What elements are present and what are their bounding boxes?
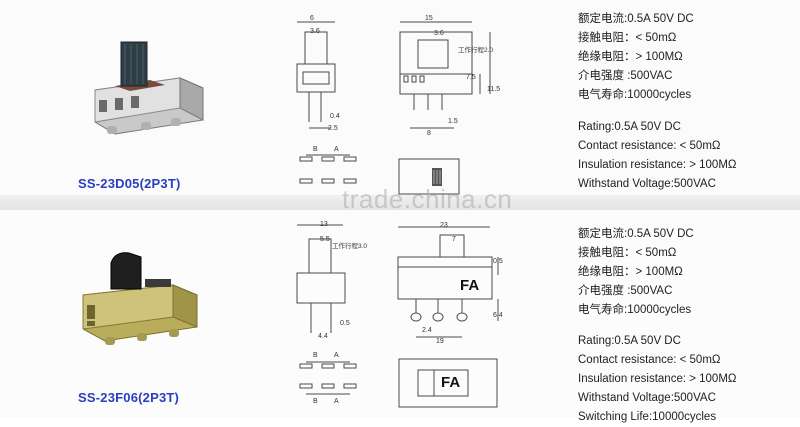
bottom-spec-cn-rated-current: 额定电流:0.5A 50V DC bbox=[578, 228, 694, 240]
bottom-dim-2-4: 2.4 bbox=[422, 327, 432, 334]
top-front-view-drawing bbox=[399, 21, 491, 129]
top-spec-rating: Rating:0.5A 50V DC bbox=[578, 121, 681, 133]
bottom-model-name: SS-23F06(2P3T) bbox=[78, 390, 180, 405]
bottom-dim-7: 7 bbox=[452, 236, 456, 243]
top-dim-3-6b: 3.6 bbox=[434, 30, 444, 37]
bottom-pin-layout-drawing bbox=[299, 361, 357, 395]
bottom-spec-cn-dielectric: 介电强度 :500VAC bbox=[578, 285, 673, 297]
top-dim-1-5: 1.5 bbox=[448, 118, 458, 125]
top-spec-insulation-resistance: Insulation resistance: > 100MΩ bbox=[578, 159, 737, 171]
bottom-fa-mark-window: FA bbox=[441, 374, 461, 391]
bottom-front-view-drawing bbox=[397, 226, 499, 338]
bottom-pin-label-a-bottom: A bbox=[334, 398, 339, 405]
bottom-pin-label-b-top: B bbox=[313, 352, 318, 359]
bottom-dim-0-5: 0.5 bbox=[340, 320, 350, 327]
top-dim-15: 15 bbox=[425, 15, 433, 22]
bottom-spec-cn-electrical-life: 电气寿命:10000cycles bbox=[578, 304, 692, 316]
bottom-side-view-drawing bbox=[296, 224, 346, 333]
top-spec-cn-insulation: 绝缘电阻：> 100MΩ bbox=[578, 51, 683, 63]
bottom-spec-cn-insulation: 绝缘电阻：> 100MΩ bbox=[578, 266, 683, 278]
top-dim-11-5: 11.5 bbox=[487, 86, 501, 93]
bottom-spec-contact-resistance: Contact resistance: < 50mΩ bbox=[578, 354, 721, 366]
top-pin-layout-drawing bbox=[299, 154, 357, 184]
top-spec-cn-contact-resistance: 接触电阻：< 50mΩ bbox=[578, 32, 677, 44]
top-slot-window-drawing bbox=[398, 158, 460, 195]
top-side-view-drawing bbox=[296, 21, 336, 129]
bottom-spec-withstand-voltage: Withstand Voltage:500VAC bbox=[578, 392, 716, 404]
bottom-dim-6-4: 6.4 bbox=[493, 312, 503, 319]
top-spec-contact-resistance: Contact resistance: < 50mΩ bbox=[578, 140, 721, 152]
bottom-spec-insulation-resistance: Insulation resistance: > 100MΩ bbox=[578, 373, 737, 385]
top-spec-cn-electrical-life: 电气寿命:10000cycles bbox=[578, 89, 692, 101]
top-spec-withstand-voltage: Withstand Voltage:500VAC bbox=[578, 178, 716, 190]
watermark: trade.china.cn bbox=[342, 184, 513, 214]
top-pin-label-b: B bbox=[313, 146, 318, 153]
top-model-name: SS-23D05(2P3T) bbox=[78, 176, 181, 191]
bottom-pin-label-a-top: A bbox=[334, 352, 339, 359]
bottom-dim-13: 13 bbox=[320, 221, 328, 228]
bottom-dim-23: 23 bbox=[440, 222, 448, 229]
panel-divider bbox=[0, 195, 800, 210]
top-dim-2-5: 2.5 bbox=[328, 125, 338, 132]
bottom-dim-5-5: 5.5 bbox=[320, 236, 330, 243]
bottom-dim-19: 19 bbox=[436, 338, 444, 345]
bottom-fa-mark-front: FA bbox=[460, 277, 480, 294]
top-spec-list: 额定电流:0.5A 50V DC 接触电阻：< 50mΩ 绝缘电阻：> 100M… bbox=[578, 10, 737, 194]
top-dim-3-6: 3.6 bbox=[310, 28, 320, 35]
bottom-dim-0-5b: 0.5 bbox=[493, 258, 503, 265]
top-dim-0-4: 0.4 bbox=[330, 113, 340, 120]
bottom-dim-4-4: 4.4 bbox=[318, 333, 328, 340]
bottom-travel-label: 工作行程3.0 bbox=[332, 243, 368, 250]
top-spec-cn-dielectric: 介电强度 :500VAC bbox=[578, 70, 673, 82]
bottom-spec-rating: Rating:0.5A 50V DC bbox=[578, 335, 681, 347]
top-travel-label: 工作行程2.0 bbox=[458, 47, 494, 54]
top-dim-8: 8 bbox=[427, 130, 431, 137]
bottom-pin-label-b-bottom: B bbox=[313, 398, 318, 405]
top-switch-photo bbox=[94, 41, 204, 135]
bottom-spec-cn-contact-resistance: 接触电阻：< 50mΩ bbox=[578, 247, 677, 259]
bottom-switch-photo bbox=[82, 252, 198, 345]
top-spec-cn-rated-current: 额定电流:0.5A 50V DC bbox=[578, 13, 694, 25]
bottom-spec-list: 额定电流:0.5A 50V DC 接触电阻：< 50mΩ 绝缘电阻：> 100M… bbox=[578, 225, 737, 427]
top-dim-6: 6 bbox=[310, 15, 314, 22]
top-dim-7-5: 7.5 bbox=[466, 74, 476, 81]
bottom-slot-window-drawing bbox=[398, 358, 498, 408]
top-pin-label-a: A bbox=[334, 146, 339, 153]
